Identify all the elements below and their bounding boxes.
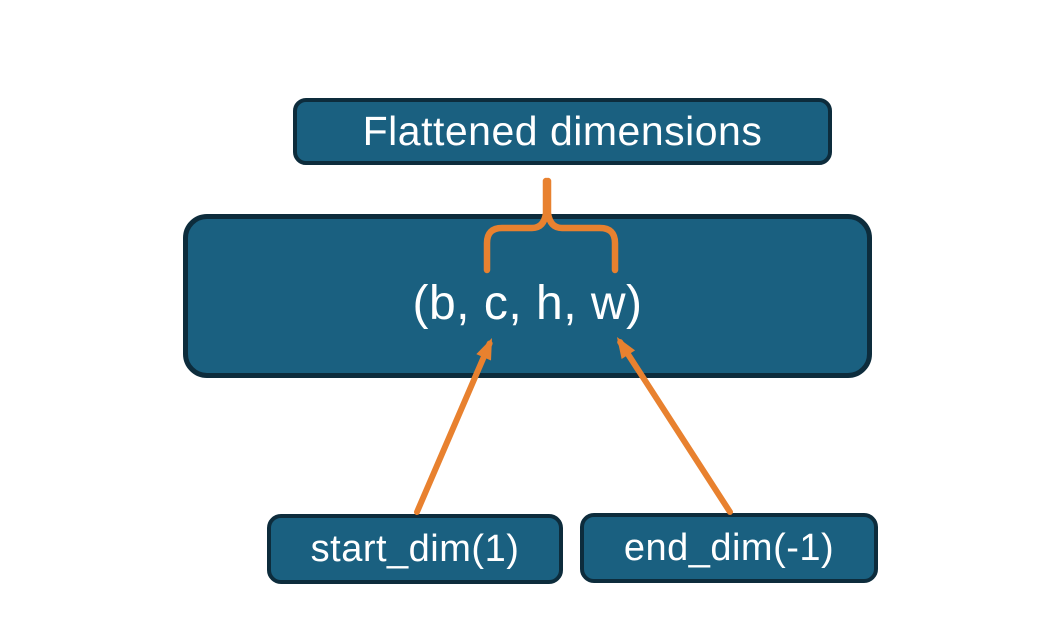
tensor-shape-label: (b, c, h, w)	[412, 276, 643, 330]
start-dim-label: start_dim(1)	[310, 527, 520, 570]
end-dim-box: end_dim(-1)	[580, 513, 878, 583]
end-dim-label: end_dim(-1)	[623, 526, 835, 569]
flattened-dimensions-label: Flattened dimensions	[362, 108, 763, 154]
start-dim-box: start_dim(1)	[267, 514, 563, 584]
tensor-shape-box: (b, c, h, w)	[183, 214, 872, 378]
flattened-dimensions-box: Flattened dimensions	[293, 98, 832, 165]
